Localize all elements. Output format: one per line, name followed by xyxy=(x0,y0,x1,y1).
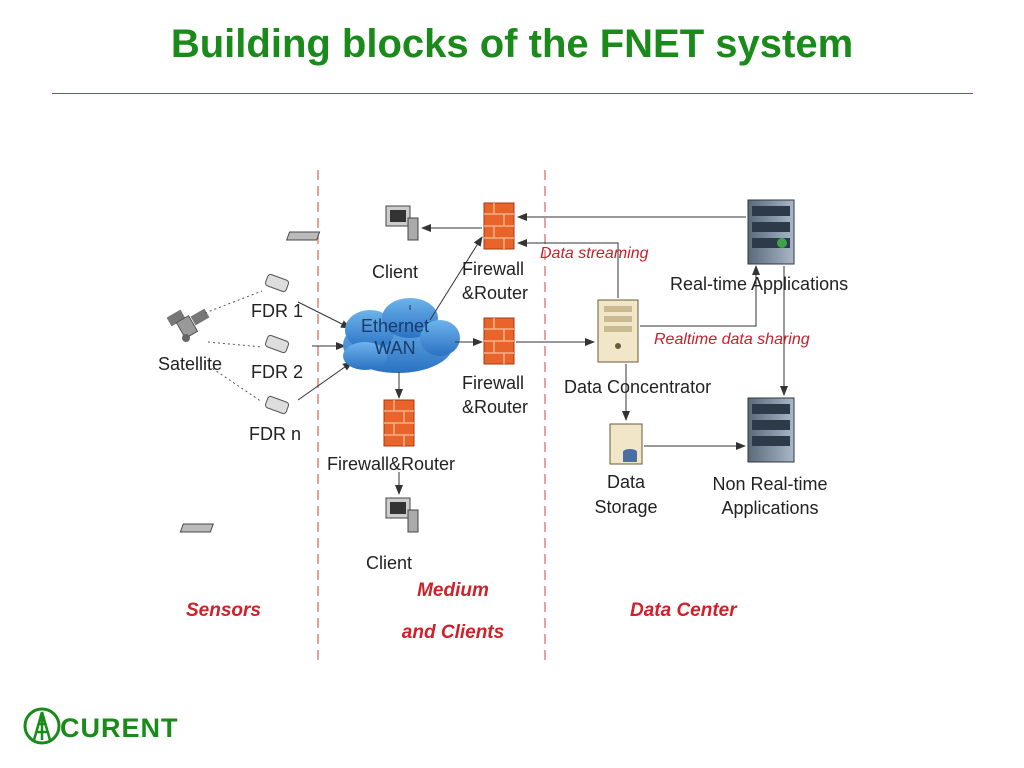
nonrealtime-apps-rack-icon xyxy=(747,397,795,463)
section-medium-label-line1: Medium xyxy=(417,580,489,601)
ethernet-label-line1: Ethernet xyxy=(360,316,430,336)
sat-link-fdr2 xyxy=(207,341,263,348)
realtime-sharing-label: Realtime data sharing xyxy=(654,331,810,348)
data-concentrator-server-icon xyxy=(597,299,639,363)
realtime-sharing-arrow xyxy=(640,265,760,327)
firewall-top-icon xyxy=(483,202,515,250)
fdr2-label: FDR 2 xyxy=(251,362,304,382)
realtime-apps-rack-icon xyxy=(747,199,795,265)
data-storage-label-line2: Storage xyxy=(594,497,658,517)
data-concentrator-label: Data Concentrator xyxy=(564,377,712,397)
firewall-middle-label-line2: &Router xyxy=(462,397,529,417)
section-medium-label-line2: and Clients xyxy=(401,622,505,643)
data-storage-label-line1: Data xyxy=(606,472,646,492)
firewall-top-label-line2: &Router xyxy=(462,283,529,303)
curent-logo-icon xyxy=(23,707,61,745)
sat-link-fdr1 xyxy=(204,290,263,314)
realtime-apps-label: Real-time Applications xyxy=(670,274,849,294)
nonrealtime-apps-label-line1: Non Real-time xyxy=(712,474,828,494)
title-divider xyxy=(52,93,973,94)
curent-logo-text: CURENT xyxy=(60,713,179,743)
fdr1-to-wan-arrow xyxy=(297,301,351,329)
fdrn-label: FDR n xyxy=(249,424,302,444)
data-streaming-arrow xyxy=(517,239,619,298)
fdrn-device-icon xyxy=(264,395,290,415)
satellite-label: Satellite xyxy=(158,354,223,374)
satellite-icon xyxy=(166,308,210,342)
firewall-middle-icon xyxy=(483,317,515,365)
client-top-label: Client xyxy=(372,262,419,282)
firewall-top-label-line1: Firewall xyxy=(462,259,525,279)
client-top-computer-icon xyxy=(285,205,419,241)
firewall-bottom-icon xyxy=(383,399,415,447)
data-streaming-label: Data streaming xyxy=(540,245,649,262)
client-bottom-label: Client xyxy=(366,553,413,573)
nonrealtime-apps-label-line2: Applications xyxy=(721,498,819,518)
fdr1-device-icon xyxy=(264,273,290,293)
fdr1-label: FDR 1 xyxy=(251,301,304,321)
data-storage-icon xyxy=(609,423,643,465)
fdrn-to-wan-arrow xyxy=(297,361,353,401)
ethernet-cloud-icon xyxy=(343,298,460,373)
firewall-middle-label-line1: Firewall xyxy=(462,373,525,393)
ethernet-label-line2: WAN xyxy=(374,338,416,358)
fdr2-device-icon xyxy=(264,334,290,354)
wan-to-firewall-top-arrow xyxy=(429,236,483,321)
client-bottom-computer-icon xyxy=(179,497,419,533)
firewall-bottom-label: Firewall&Router xyxy=(327,454,456,474)
slide-title: Building blocks of the FNET system xyxy=(170,22,854,66)
section-sensors-label: Sensors xyxy=(186,600,261,621)
section-data-center-label: Data Center xyxy=(630,600,737,621)
